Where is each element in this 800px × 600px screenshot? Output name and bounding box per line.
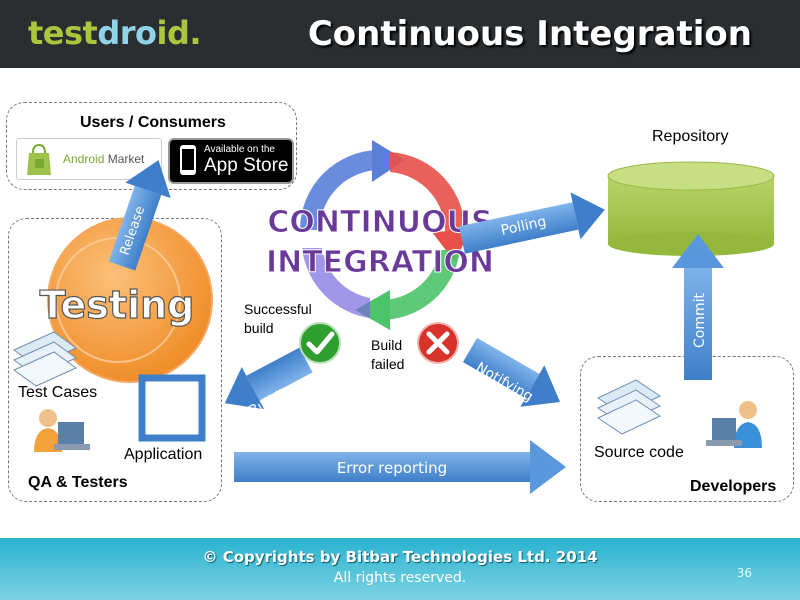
header-bar: testdroid. Continuous Integration xyxy=(0,0,800,68)
rights-text: All rights reserved. xyxy=(333,570,467,586)
failure-x-icon xyxy=(417,322,459,364)
developer-person-icon xyxy=(706,401,762,448)
repository-label: Repository xyxy=(652,128,729,145)
application-window-icon xyxy=(138,374,206,442)
qa-tester-person-icon xyxy=(34,409,90,452)
notifying-arrow xyxy=(463,337,561,407)
testdroid-logo: testdroid. xyxy=(28,14,202,52)
continuous-label: CONTINUOUS xyxy=(267,205,492,240)
application-label: Application xyxy=(124,446,203,463)
slide-title: Continuous Integration xyxy=(307,14,752,54)
app-store-line1: Available on the xyxy=(204,144,275,155)
success-check-icon xyxy=(299,322,341,364)
ci-cycle-arrows xyxy=(300,140,470,330)
testing-label: Testing xyxy=(40,283,195,327)
commit-arrow xyxy=(672,234,724,380)
integration-label: INTEGRATION xyxy=(266,245,494,280)
page-number: 36 xyxy=(736,566,752,580)
app-store-line2: App Store xyxy=(204,155,289,176)
source-code-label: Source code xyxy=(594,444,684,461)
qa-testers-label: QA & Testers xyxy=(28,474,128,491)
copyright-text: © Copyrights by Bitbar Technologies Ltd.… xyxy=(202,548,598,566)
source-code-documents-icon xyxy=(596,379,662,435)
developers-label: Developers xyxy=(690,478,777,495)
build-failed-label: Build failed xyxy=(371,336,404,374)
error-reporting-label: Error reporting xyxy=(337,459,447,477)
android-bag-icon xyxy=(27,143,51,175)
error-reporting-arrow xyxy=(234,440,566,494)
iphone-icon xyxy=(180,145,196,175)
building-arrow xyxy=(224,347,313,410)
test-cases-label: Test Cases xyxy=(18,384,98,401)
android-market-word1: Android xyxy=(63,152,105,166)
test-cases-documents-icon xyxy=(13,331,77,387)
app-store-badge: Available on the App Store xyxy=(168,138,294,184)
footer-bar xyxy=(0,538,800,600)
repository-cylinder xyxy=(607,161,775,256)
build-failed-line2: failed xyxy=(371,356,405,372)
successful-build-line1: Successful xyxy=(244,301,312,317)
polling-arrow xyxy=(459,192,605,254)
successful-build-line2: build xyxy=(244,320,274,336)
android-market-badge: Android Market xyxy=(16,138,162,180)
android-market-word2: Market xyxy=(107,152,145,166)
users-consumers-title: Users / Consumers xyxy=(80,114,226,131)
successful-build-label: Successful build xyxy=(244,300,312,338)
release-arrow xyxy=(108,160,171,271)
build-failed-line1: Build xyxy=(371,337,403,353)
commit-label: Commit xyxy=(692,292,708,348)
